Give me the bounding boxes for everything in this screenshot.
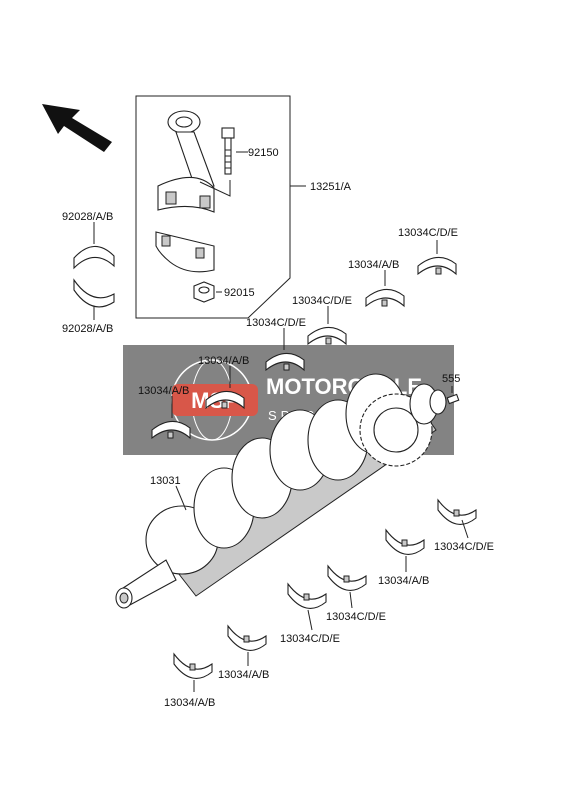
main-bearing-upper-3 [307,326,347,346]
label-conrod-bearing-upper: 92028/A/B [62,211,113,223]
main-bearing-lower-6 [173,652,213,679]
label-main-lower-6: 13034/A/B [164,697,215,709]
label-main-lower-1: 13034C/D/E [434,541,494,553]
main-bearing-upper-6 [151,420,191,440]
rod-cap [155,231,215,273]
label-conrod-bearing-lower: 92028/A/B [62,323,113,335]
label-main-upper-3: 13034C/D/E [292,295,352,307]
main-bearing-lower-1 [437,498,477,525]
label-main-lower-2: 13034/A/B [378,575,429,587]
label-main-upper-5: 13034/A/B [198,355,249,367]
label-nut: 92015 [224,287,255,299]
label-crankshaft: 13031 [150,475,181,487]
main-bearing-lower-5 [227,624,267,651]
main-bearing-lower-4 [287,582,327,609]
conrod-assembly-frame [135,95,291,319]
label-main-lower-5: 13034/A/B [218,669,269,681]
label-conrod-assy: 13251/A [310,181,352,193]
label-main-upper-6: 13034/A/B [138,385,189,397]
label-pin: 555 [442,373,460,385]
conrod-bearing-lower [73,278,115,308]
main-bearing-lower-3 [327,564,367,591]
main-bearing-upper-1 [417,256,457,276]
main-bearing-upper-4 [265,352,305,372]
main-bearing-upper-5 [205,390,245,410]
pin [446,393,460,405]
bolt [221,127,235,175]
conrod-bearing-upper [73,245,115,270]
label-main-upper-4: 13034C/D/E [246,317,306,329]
front-arrow-icon [42,104,112,152]
label-bolt: 92150 [248,147,279,159]
label-main-lower-4: 13034C/D/E [280,633,340,645]
connecting-rod [157,110,215,213]
label-main-upper-1: 13034C/D/E [398,227,458,239]
main-bearing-upper-2 [365,288,405,308]
nut [193,281,215,303]
main-bearing-lower-2 [385,528,425,555]
crankshaft [115,373,447,609]
label-main-lower-3: 13034C/D/E [326,611,386,623]
label-main-upper-2: 13034/A/B [348,259,399,271]
